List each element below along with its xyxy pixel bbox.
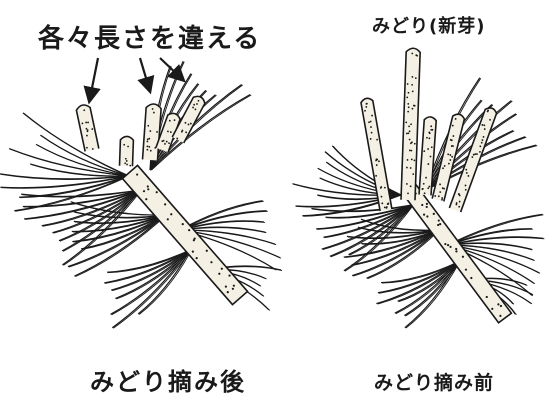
bark-dot: [455, 250, 457, 252]
bark-dot: [206, 250, 208, 252]
bark-dot: [500, 305, 502, 307]
shoot-bud: [360, 97, 391, 211]
bark-dot: [421, 204, 423, 206]
bark-dot: [426, 203, 428, 205]
bark-dot: [192, 250, 194, 252]
annotation-vary-lengths: 各々長さを違える: [38, 18, 261, 55]
bark-dot: [426, 215, 428, 217]
bark-dot: [136, 173, 138, 175]
bark-dot: [449, 246, 451, 248]
bark-dot: [170, 213, 172, 215]
pine-branch-after: [0, 61, 282, 328]
bark-dot: [491, 308, 493, 310]
bark-dot: [221, 268, 223, 270]
bark-dot: [499, 315, 501, 317]
bark-dot: [232, 288, 234, 290]
bark-dot: [438, 219, 440, 221]
caption-before-pinching: みどり摘み前: [374, 368, 494, 395]
bark-dot: [497, 303, 499, 305]
bark-dot: [227, 291, 229, 293]
bark-dot: [143, 190, 145, 192]
shoot-bud: [76, 104, 99, 152]
bark-dot: [439, 223, 441, 225]
bark-dot: [437, 224, 439, 226]
bark-dot: [145, 198, 147, 200]
shoot-bud: [119, 136, 133, 166]
caption-after-pinching: みどり摘み後: [90, 362, 246, 397]
bark-dot: [465, 269, 467, 271]
bark-dot: [193, 239, 195, 241]
bark-dot: [182, 223, 184, 225]
pine-branch-before: [292, 48, 544, 328]
bark-dot: [228, 274, 230, 276]
arrow-down-icon: [140, 58, 149, 88]
bark-dot: [188, 229, 190, 231]
bark-dot: [147, 188, 149, 190]
annotation-new-buds: みどり(新芽): [372, 12, 485, 38]
bark-dot: [147, 185, 149, 187]
bark-dot: [486, 296, 488, 298]
shoot-bud: [401, 48, 420, 200]
shoot-bud: [143, 103, 162, 160]
bark-dot: [426, 206, 428, 208]
bark-dot: [225, 286, 227, 288]
bark-dot: [167, 218, 169, 220]
bark-dot: [210, 261, 212, 263]
bark-dot: [233, 285, 235, 287]
bark-dot: [433, 213, 435, 215]
bark-dot: [164, 203, 166, 205]
bark-dot: [455, 248, 457, 250]
bark-dot: [423, 214, 425, 216]
bark-dot: [444, 243, 446, 245]
bark-dot: [470, 277, 472, 279]
bark-dot: [447, 244, 449, 246]
bark-dot: [462, 256, 464, 258]
bark-dot: [196, 257, 198, 259]
arrow-down-icon: [90, 58, 98, 98]
bark-dot: [218, 273, 220, 275]
bark-dot: [156, 191, 158, 193]
